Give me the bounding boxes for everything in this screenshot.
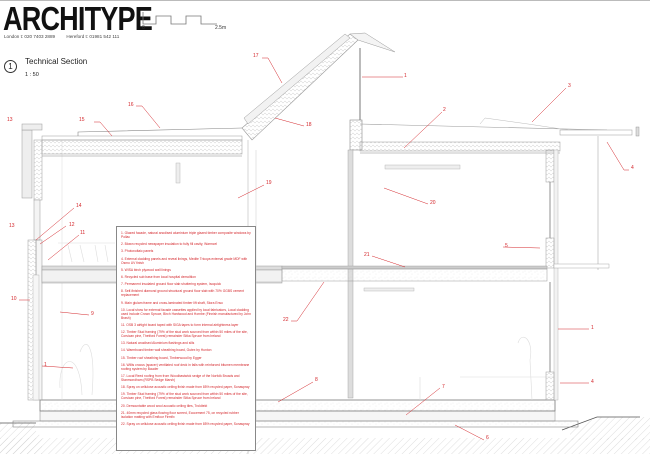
pitched-roof bbox=[241, 32, 396, 454]
scale-bar bbox=[142, 12, 217, 25]
callout-label: 9 bbox=[91, 311, 94, 317]
section-number-marker: 1 bbox=[4, 60, 17, 73]
top-border bbox=[0, 0, 650, 1]
contact-london: London t: 020 7403 2889 bbox=[4, 34, 56, 39]
callout-label: 5 bbox=[505, 243, 508, 249]
legend-item: 12. Timber Stud framing (79% of the stud… bbox=[121, 330, 248, 339]
legend-item: 5. WISA birch plywood wall linings bbox=[121, 267, 171, 272]
legend-item: 2. Blown recycled newspaper insulation t… bbox=[121, 242, 218, 247]
legend-item: 16. Willis crocus (spacer) ventilated ro… bbox=[121, 362, 250, 371]
callout-label: 21 bbox=[364, 252, 370, 258]
clerestory-window bbox=[349, 48, 363, 151]
callout-label: 1 bbox=[591, 325, 594, 331]
callout-label: 3 bbox=[568, 83, 571, 89]
callout-label: 7 bbox=[442, 384, 445, 390]
callout-label: 20 bbox=[430, 200, 436, 206]
section-scale: 1 : 50 bbox=[25, 72, 39, 78]
left-facade bbox=[21, 129, 63, 401]
callout-label: 15 bbox=[79, 117, 85, 123]
legend-item: 1. Glazed facade, natural anodised alumi… bbox=[121, 231, 251, 239]
materials-legend: 1. Glazed facade, natural anodised alumi… bbox=[116, 226, 256, 451]
callout-label: 1 bbox=[44, 362, 47, 368]
callout-label: 12 bbox=[69, 222, 75, 228]
callout-label: 2 bbox=[443, 107, 446, 113]
annotation-leaders bbox=[19, 57, 629, 441]
legend-item: 20. Demountable wood wool acoustic ceili… bbox=[121, 403, 208, 408]
scale-end-label: 2.5m bbox=[215, 25, 227, 31]
legend-item: 6. Recycled sub base from local hospital… bbox=[121, 274, 196, 279]
legend-item: 21. 40mm recycled glass flowing floor sc… bbox=[121, 410, 239, 419]
legend-item: 17. Local Reed roofing from from Woodbas… bbox=[121, 374, 240, 382]
first-floor-right bbox=[281, 263, 610, 292]
callout-label: 6 bbox=[486, 435, 489, 441]
callout-label: 19 bbox=[266, 180, 272, 186]
callout-label: 13 bbox=[7, 117, 13, 123]
callout-label: 22 bbox=[283, 317, 289, 323]
legend-item: 13. Natural anodised Aluminium flashings… bbox=[121, 341, 195, 346]
callout-label: 1 bbox=[404, 73, 407, 79]
legend-item: 8. Self-finished diamond ground structur… bbox=[121, 289, 244, 298]
legend-item: 18. Spray on cellulose acoustic ceiling … bbox=[121, 385, 250, 390]
legend-item: 7. Permanent insulated ground floor slab… bbox=[121, 282, 222, 287]
legend-item: 3. Photovoltaic panels bbox=[121, 249, 154, 254]
callout-label: 4 bbox=[591, 379, 594, 385]
right-flat-roof bbox=[359, 117, 640, 270]
callout-label: 17 bbox=[253, 53, 259, 59]
left-flat-roof bbox=[21, 123, 243, 184]
callout-label: 14 bbox=[76, 203, 82, 209]
legend-item: 14. Warmboard timber wall sheathing boar… bbox=[121, 348, 212, 353]
section-title: Technical Section bbox=[25, 57, 88, 66]
legend-item: 15. Timber roof sheathing board, Timberw… bbox=[121, 355, 202, 360]
legend-item: 22. Spray on cellulose acoustic ceiling … bbox=[121, 421, 250, 426]
callout-label: 18 bbox=[306, 122, 312, 128]
callout-label: 13 bbox=[9, 223, 15, 229]
contact-info: London t: 020 7403 2889 Hereford t: 0198… bbox=[4, 34, 129, 39]
callout-label: 8 bbox=[315, 377, 318, 383]
legend-item: 11. OSB 3 airtight board taped with SIGA… bbox=[121, 322, 239, 327]
legend-item: 9. Main glulam frame and cross-laminated… bbox=[121, 300, 223, 305]
callout-label: 4 bbox=[631, 165, 634, 171]
contact-hereford: Hereford t: 01981 542 111 bbox=[66, 34, 120, 39]
right-facade bbox=[545, 149, 559, 401]
scale-start-label: 0 bbox=[142, 25, 145, 31]
callout-label: 16 bbox=[128, 102, 134, 108]
callout-label: 10 bbox=[11, 296, 17, 302]
callout-label: 11 bbox=[80, 230, 86, 236]
legend-item: 10. Local show for external facade casse… bbox=[121, 307, 251, 320]
legend-item: 19. Timber Stud framing (79% of the stud… bbox=[121, 392, 248, 401]
legend-item: 4. External cladding panels and reveal l… bbox=[121, 256, 248, 265]
ground-floor-slab bbox=[12, 399, 579, 428]
architype-logo: ARCHITYPE bbox=[3, 0, 153, 37]
